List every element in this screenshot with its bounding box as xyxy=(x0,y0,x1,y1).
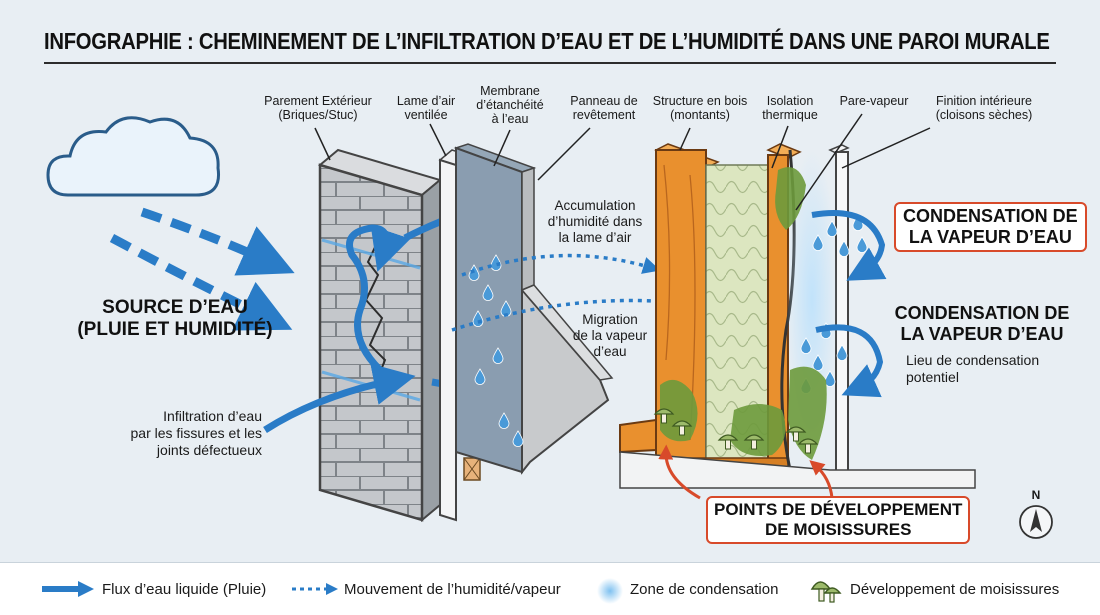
title-divider xyxy=(44,62,1056,64)
legend: Flux d’eau liquide (Pluie) Mouvement de … xyxy=(0,562,1100,615)
legend-mold: Développement de moisissures xyxy=(850,581,1060,598)
liquid-flow-arrow-icon xyxy=(42,581,94,597)
label-structure: Structure en bois(montants) xyxy=(652,94,748,122)
legend-liquid: Flux d’eau liquide (Pluie) xyxy=(102,581,267,598)
vapor-arrow-icon xyxy=(292,583,338,595)
wall-illustration xyxy=(46,113,976,523)
mushroom-icon xyxy=(810,581,842,603)
source-label: SOURCE D’EAU(PLUIE ET HUMIDITÉ) xyxy=(77,297,273,340)
condensation-zone-icon xyxy=(597,578,623,604)
compass-icon: N xyxy=(1018,488,1054,540)
compass-north-label: N xyxy=(1031,488,1041,502)
legend-condensation: Zone de condensation xyxy=(630,581,779,598)
brick-wall xyxy=(317,148,443,523)
page-title: INFOGRAPHIE : CHEMINEMENT DE L’INFILTRAT… xyxy=(44,28,1050,54)
cloud-icon xyxy=(46,116,221,197)
label-pare-vapeur: Pare-vapeur xyxy=(839,94,909,108)
label-finition: Finition intérieure(cloisons sèches) xyxy=(935,94,1033,122)
label-parement: Parement Extérieur(Briques/Stuc) xyxy=(264,94,372,122)
legend-vapor: Mouvement de l’humidité/vapeur xyxy=(344,581,561,598)
